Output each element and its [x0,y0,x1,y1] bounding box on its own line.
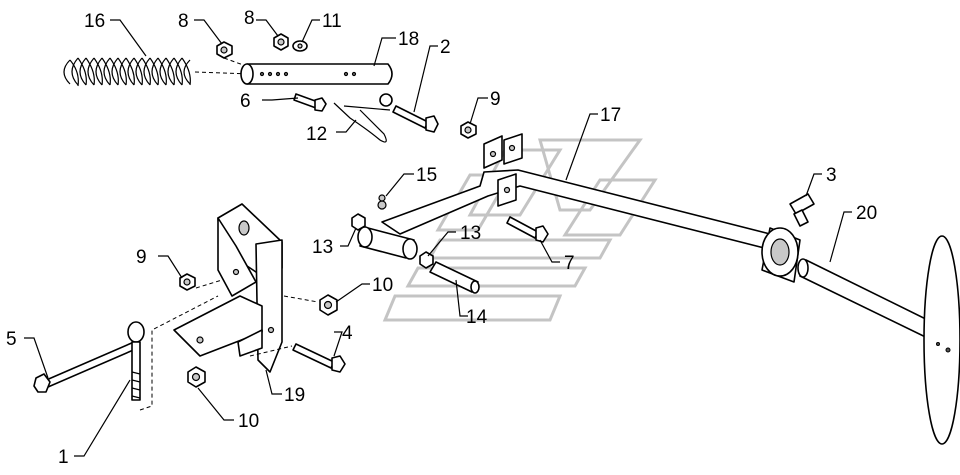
eye-bolt-1 [127,321,145,401]
callout-7: 7 [564,253,575,274]
clip-12 [333,102,391,143]
callout-2: 2 [440,37,451,58]
bracket-19 [173,203,283,373]
bolt-3 [789,193,815,227]
callout-11: 11 [322,11,342,32]
bolt-5 [33,341,139,393]
washer-end [379,93,393,107]
callout-5: 5 [6,329,17,350]
nut-8-left [216,41,233,59]
nut-13-left [351,213,366,231]
callout-15: 15 [416,165,437,186]
nut-13-right [419,251,434,269]
callout-16: 16 [84,11,105,32]
callout-10-lower: 10 [238,411,259,432]
nut-10-right [319,294,338,316]
nut-10-lower [187,366,206,388]
callout-9-upper: 9 [490,89,501,110]
leader-lines [24,19,852,457]
nut-8-right [273,33,289,51]
callout-14: 14 [466,307,488,328]
bolt-4 [292,343,346,373]
pin-14 [429,261,480,294]
washer-11 [292,40,308,52]
pivot-tube [357,226,418,260]
nut-9-lower [179,273,196,291]
callout-19: 19 [284,385,305,406]
pin-part [240,63,393,85]
spring-part [63,57,191,87]
callout-6: 6 [240,91,251,112]
callout-10-right: 10 [372,275,393,296]
callout-8-left: 8 [178,11,189,32]
callout-9-lower: 9 [136,247,147,268]
bolt-7 [506,216,549,243]
callout-3: 3 [826,165,837,186]
nut-9-upper [460,121,477,139]
bolt-6 [293,93,327,112]
pedal-hub [761,227,801,283]
callout-4: 4 [342,323,353,344]
grease-nipple-15 [377,194,387,210]
callout-18: 18 [398,29,419,50]
callout-12: 12 [306,124,327,145]
bolt-2 [392,105,439,133]
callout-13-right: 13 [460,223,481,244]
callout-20: 20 [856,203,877,224]
callout-1: 1 [58,447,69,468]
callout-labels: 16 8 8 11 18 2 6 12 9 17 3 20 15 13 13 7… [6,8,877,468]
callout-13-left: 13 [312,237,333,258]
callout-8-right: 8 [244,8,255,29]
pedal-pad-20 [797,235,960,445]
pedal-arm-part [381,133,779,251]
callout-17: 17 [600,105,621,126]
